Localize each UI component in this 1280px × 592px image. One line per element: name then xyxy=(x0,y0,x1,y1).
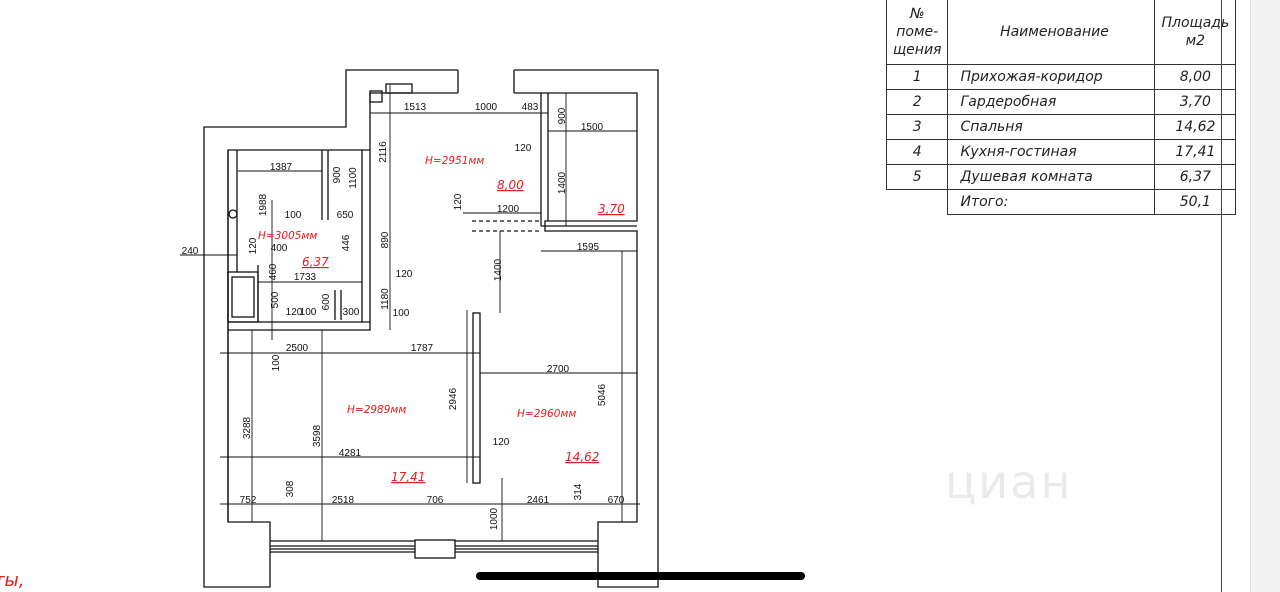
dimension-label: 1787 xyxy=(411,343,434,354)
dimension-label: 2500 xyxy=(286,343,309,354)
dimension-label: 1513 xyxy=(404,102,427,113)
row-area: 8,00 xyxy=(1154,64,1237,90)
row-area: 17,41 xyxy=(1154,139,1237,165)
area-hallway: 8,00 xyxy=(497,178,524,192)
dimension-label: 890 xyxy=(380,231,391,248)
area-wardrobe: 3,70 xyxy=(598,202,625,216)
dimension-label: 1000 xyxy=(475,102,498,113)
dimension-label: 400 xyxy=(271,243,288,254)
row-number: 4 xyxy=(885,139,949,165)
dimension-label: 314 xyxy=(573,483,584,500)
dimension-label: 120 xyxy=(453,193,464,210)
height-hallway: H=2951мм xyxy=(425,155,484,167)
area-living: 17,41 xyxy=(391,470,425,484)
cut-off-annotation: ты, xyxy=(0,570,25,591)
row-name: Прихожая-коридор xyxy=(947,64,1156,90)
row-name: Душевая комната xyxy=(947,164,1156,190)
row-number: 5 xyxy=(885,164,949,190)
dimension-label: 600 xyxy=(321,293,332,310)
side-panel xyxy=(1250,0,1280,592)
home-indicator-bar[interactable] xyxy=(476,572,805,580)
dimension-label: 240 xyxy=(182,246,199,257)
table-total-row: Итого:50,1 xyxy=(887,189,1237,215)
row-name: Кухня-гостиная xyxy=(947,139,1156,165)
dimension-label: 1000 xyxy=(489,507,500,530)
height-living: H=2989мм xyxy=(347,404,406,416)
dimension-label: 1387 xyxy=(270,162,293,173)
dimension-label: 900 xyxy=(332,166,343,183)
dimension-label: 1733 xyxy=(294,272,317,283)
dimension-label: 1500 xyxy=(581,122,604,133)
row-name: Гардеробная xyxy=(947,89,1156,115)
dimension-label: 1100 xyxy=(348,167,359,189)
row-area: 14,62 xyxy=(1154,114,1237,140)
dimension-label: 5046 xyxy=(597,383,608,406)
dimension-label: 1988 xyxy=(258,193,269,216)
dimension-label: 483 xyxy=(522,102,539,113)
dimension-lines xyxy=(180,85,640,541)
dimension-label: 706 xyxy=(427,495,444,506)
dimension-label: 2116 xyxy=(378,141,389,163)
watermark: циан xyxy=(945,455,1073,509)
walls xyxy=(203,69,659,588)
dimension-label: 300 xyxy=(343,307,360,318)
dimension-label: 120 xyxy=(248,237,259,254)
dimension-label: 446 xyxy=(341,234,352,251)
table-header: № поме- щения Наименование Площадь м2 xyxy=(885,0,1237,65)
dimension-label: 650 xyxy=(337,210,354,221)
dimension-labels: 1513 1000 483 1500 120 1387 100 650 1200 240 400 15… xyxy=(182,102,625,530)
dimension-label: 1400 xyxy=(493,258,504,281)
total-label: Итого: xyxy=(947,189,1156,215)
dimension-label: 1200 xyxy=(497,204,520,215)
area-bathroom: 6,37 xyxy=(302,255,329,269)
dimension-label: 3288 xyxy=(242,416,253,439)
dimension-label: 120 xyxy=(493,437,510,448)
header-number: № поме- щения xyxy=(885,0,949,65)
dimension-label: 1400 xyxy=(557,171,568,194)
dimension-label: 752 xyxy=(240,495,257,506)
dimension-label: 4281 xyxy=(339,448,362,459)
row-name: Спальня xyxy=(947,114,1156,140)
dimension-label: 2518 xyxy=(332,495,355,506)
dimension-label: 2700 xyxy=(547,364,570,375)
area-bedroom: 14,62 xyxy=(565,450,599,464)
total-value: 50,1 xyxy=(1154,189,1237,215)
dimension-label: 3598 xyxy=(312,424,323,447)
dimension-label: 670 xyxy=(608,495,625,506)
dimension-label: 120 xyxy=(396,269,413,280)
dimension-label: 1595 xyxy=(577,242,600,253)
row-number: 3 xyxy=(885,114,949,140)
row-number: 1 xyxy=(885,64,949,90)
header-name: Наименование xyxy=(947,0,1156,65)
dimension-label: 308 xyxy=(285,480,296,497)
dimension-label: 1180 xyxy=(380,288,391,310)
dimension-label: 2461 xyxy=(527,495,550,506)
dimension-label: 120 xyxy=(515,143,532,154)
row-area: 6,37 xyxy=(1154,164,1237,190)
dimension-label: 500 xyxy=(270,291,281,308)
dimension-label: 460 xyxy=(268,263,279,280)
dimension-label: 100 xyxy=(393,308,410,319)
dimension-label: 2946 xyxy=(448,387,459,410)
height-bathroom: H=3005мм xyxy=(258,230,317,242)
dimension-label: 100 xyxy=(271,354,282,371)
height-labels: H=2951мм H=3005мм H=2989мм H=2960мм xyxy=(258,155,576,420)
row-number: 2 xyxy=(885,89,949,115)
area-labels: 8,00 3,70 6,37 17,41 14,62 xyxy=(302,178,625,484)
dimension-label: 900 xyxy=(557,107,568,124)
dimension-label: 100 xyxy=(300,307,317,318)
dimension-label: 120 xyxy=(286,307,303,318)
row-area: 3,70 xyxy=(1154,89,1237,115)
height-bedroom: H=2960мм xyxy=(517,408,576,420)
sheet-border xyxy=(1221,0,1222,592)
dimension-label: 100 xyxy=(285,210,302,221)
header-area: Площадь м2 xyxy=(1154,0,1237,65)
